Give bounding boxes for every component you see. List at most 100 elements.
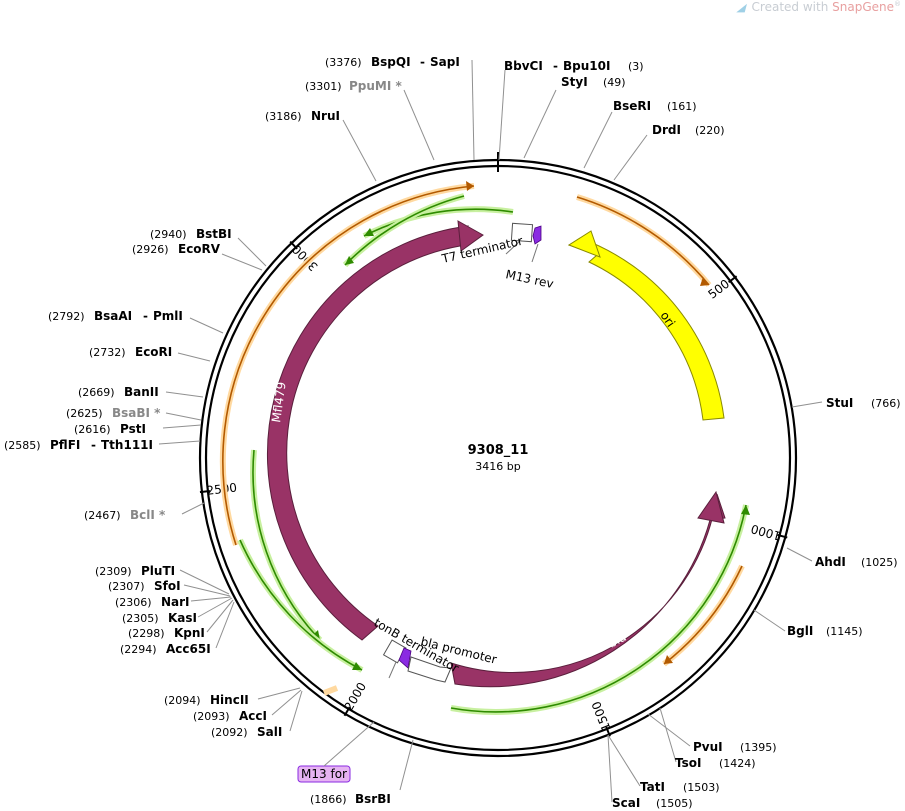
leader-ppumi (403, 89, 435, 161)
bla-promoter-arrow (407, 656, 452, 683)
scale-label-2000: 2000 (342, 680, 370, 713)
enz-bbvci: BbvCI (504, 59, 543, 73)
leader-pluti (179, 569, 230, 595)
enz-drdi: DrdI (652, 123, 681, 137)
leader-banii (165, 391, 204, 398)
orf-arc-bla (663, 565, 743, 665)
leader-bcli (181, 502, 205, 515)
scale-tick-500 (728, 275, 738, 284)
leader-nrui (342, 119, 377, 182)
bla-label: bla (606, 630, 629, 651)
enz-styi: StyI (561, 75, 588, 89)
leader-bbvci (498, 69, 506, 161)
leader-ahdi (786, 547, 813, 562)
pos-banii: (2669) (78, 386, 115, 399)
enz-acc65i: Acc65I (166, 642, 211, 656)
scale-label-1500: 1500 (589, 699, 613, 733)
enz-ecori: EcoRI (135, 345, 172, 359)
leader-scai (607, 734, 613, 803)
pos-pvui: (1395) (740, 741, 777, 754)
restriction-site-labels: (3376) BspQI - SapI BbvCI - Bpu10I (3) (… (4, 55, 901, 810)
orf-arcs-orange (219, 181, 745, 696)
scale-tick-1500 (605, 726, 611, 737)
credit-prefix: Created with (751, 0, 829, 14)
enz-bsaai: BsaAI (94, 309, 132, 323)
pos-ecori: (2732) (89, 346, 126, 359)
enz-tth111i: Tth111I (101, 438, 153, 452)
pos-ahdi: (1025) (861, 556, 898, 569)
bla-arrowhead (697, 490, 725, 524)
orf-arc-large (222, 185, 475, 546)
orf-arc-ori-arrowhead (700, 277, 709, 286)
enz-bsrbi: BsrBI (355, 792, 391, 806)
t7-terminator-leader (505, 239, 522, 255)
m13-rev-label: M13 rev (504, 267, 554, 291)
pos-scai: (1505) (656, 797, 693, 810)
svg-text:-: - (420, 55, 425, 69)
leader-styi (523, 89, 557, 159)
enz-nrui: NruI (311, 109, 340, 123)
leader-psti (162, 424, 202, 429)
leader-ecorv (221, 253, 263, 271)
leader-bsrbi (399, 739, 414, 791)
leader-bsabi (165, 412, 202, 421)
enz-bstbi: BstBI (196, 227, 232, 241)
pos-acci: (2093) (193, 710, 230, 723)
orf-arc-green-4-arrowhead (352, 662, 362, 670)
enz-ahdi: AhdI (815, 555, 846, 569)
enz-sfoi: SfoI (154, 579, 181, 593)
svg-text:-: - (91, 438, 96, 452)
enz-banii: BanII (124, 385, 159, 399)
pos-nrui: (3186) (265, 110, 302, 123)
pos-tsoi: (1424) (719, 757, 756, 770)
enz-bcli: BclI * (130, 508, 166, 522)
ori-feature-arrow (567, 237, 725, 421)
orf-arc-green-1-arrowhead (364, 228, 374, 236)
leader-hincii (257, 687, 301, 700)
orf-arc-bla-glow (662, 564, 745, 667)
leader-bgli (753, 609, 786, 632)
scale-tick-2000 (343, 706, 351, 717)
leader-bsaai (189, 317, 224, 334)
scale-tick-2500 (199, 490, 210, 494)
enz-sali: SalI (257, 725, 282, 739)
orf-arc-ori (576, 196, 710, 286)
mfl479-label: Mfl479 (269, 381, 289, 423)
pos-ecorv: (2926) (132, 243, 169, 256)
leader-stui (791, 401, 823, 408)
pos-bgli: (1145) (826, 625, 863, 638)
pos-bcli: (2467) (84, 509, 121, 522)
enz-bsabi: BsaBI * (112, 406, 161, 420)
leader-nari (190, 596, 232, 602)
credit-mark: ® (894, 0, 901, 8)
pos-pluti: (2309) (95, 565, 132, 578)
orf-arc-large-arrowhead (466, 181, 474, 191)
pos-sfoi: (2307) (108, 580, 145, 593)
orf-arc-large-tail-glow (322, 685, 339, 696)
leader-kasi (197, 597, 233, 618)
pos-stui: (766) (871, 397, 901, 410)
enz-stui: StuI (826, 396, 853, 410)
enz-pmli: PmlI (153, 309, 183, 323)
leader-sfoi (183, 584, 231, 597)
pos-styi: (49) (603, 76, 626, 89)
orf-arc-green-3 (252, 449, 321, 641)
leader-tati (607, 734, 641, 787)
orf-arc-green-2 (344, 195, 465, 266)
pos-bstbi: (2940) (150, 228, 187, 241)
enz-bseri: BseRI (613, 99, 651, 113)
leader-ecori (177, 352, 211, 362)
site-leader-lines (158, 59, 823, 803)
enz-tati: TatI (640, 780, 665, 794)
pos-ppumi: (3301) (305, 80, 342, 93)
leader-kpni (206, 599, 234, 633)
enz-bgli: BglI (787, 624, 813, 638)
pos-bseri: (161) (667, 100, 697, 113)
pos-drdi: (220) (695, 124, 725, 137)
pos-nari: (2306) (115, 596, 152, 609)
enz-bspqi: BspQI (371, 55, 411, 69)
pos-bspqi: (3376) (325, 56, 362, 69)
enz-tsoi: TsoI (675, 756, 701, 770)
pos-bbvci: (3) (628, 60, 644, 73)
